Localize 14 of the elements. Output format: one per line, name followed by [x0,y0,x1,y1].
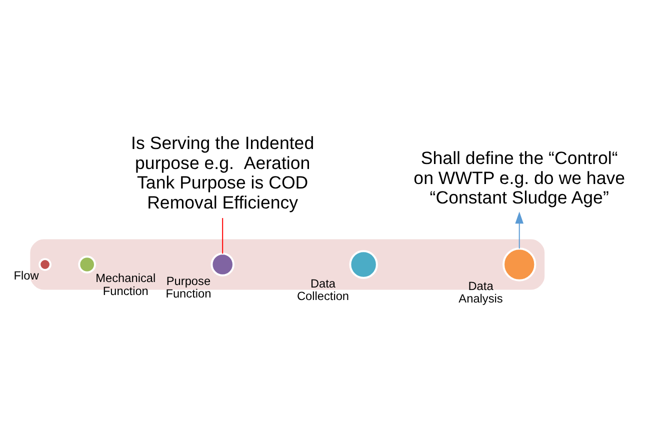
node-label: Data Collection [296,276,350,303]
connector [222,217,224,254]
node-circle [38,258,52,270]
node-label: Mechanical Function [96,270,156,298]
node-text: Is Serving the Indented purpose e.g. Aeration Tank Purpose is COD Removal Efficiency [131,132,314,212]
node-circle [502,247,536,281]
node-label: Data Analysis [458,278,503,306]
arrow [515,211,524,249]
node-label: Flow [14,268,39,282]
node-circle [349,250,378,278]
node-label: Purpose Function [166,273,212,300]
node-circle [210,252,234,276]
node-text: Shall define the “Control“ on WWTP e.g. do we have “Constant Sludge Age” [414,147,626,208]
node-circle [78,255,96,273]
